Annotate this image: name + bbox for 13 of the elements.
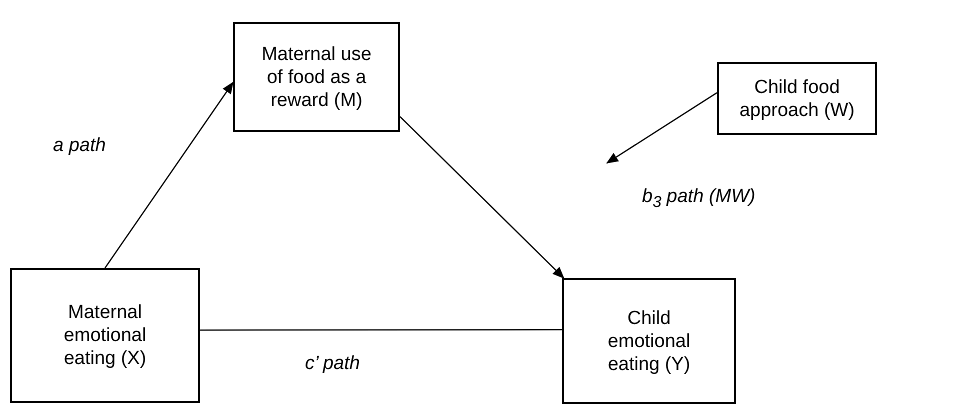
variable-label: Maternal use of food as a reward (M) [260,42,372,112]
arrow [606,92,718,164]
arrow [400,116,564,279]
arrow [104,82,234,268]
variable-box [562,278,736,404]
variable-box [233,22,400,132]
variable-label: Child food approach (W) [738,76,856,122]
variable-box [717,62,877,135]
path-label: a path [53,135,106,157]
variable-label: Child emotional eating (Y) [606,306,692,376]
variable-label: Maternal emotional eating (X) [62,301,148,370]
variable-box [10,268,200,403]
path-label: c’ path [305,353,360,375]
